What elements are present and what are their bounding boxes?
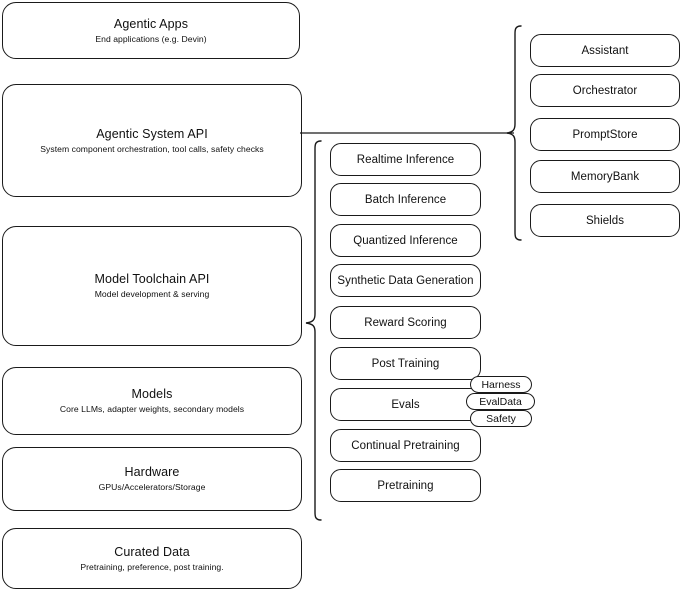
capability-reward-scoring[interactable]: Reward Scoring	[330, 306, 481, 339]
capability-label: Realtime Inference	[356, 153, 455, 166]
eval-subcomponent-label: Safety	[486, 412, 516, 425]
component-promptstore[interactable]: PromptStore	[530, 118, 680, 151]
capability-label: Evals	[391, 398, 420, 411]
component-shields[interactable]: Shields	[530, 204, 680, 237]
component-orchestrator[interactable]: Orchestrator	[530, 74, 680, 107]
capability-label: Quantized Inference	[353, 234, 458, 247]
component-label: Assistant	[581, 44, 629, 57]
capability-label: Batch Inference	[364, 193, 447, 206]
eval-subcomponent-evaldata[interactable]: EvalData	[466, 393, 535, 410]
layer-model-toolchain-api[interactable]: Model Toolchain API Model development & …	[2, 226, 302, 346]
layer-subtitle: Model development & serving	[94, 289, 210, 299]
capability-realtime-inference[interactable]: Realtime Inference	[330, 143, 481, 176]
capability-label: Post Training	[371, 357, 440, 370]
layer-subtitle: End applications (e.g. Devin)	[95, 33, 207, 44]
component-label: PromptStore	[572, 128, 638, 141]
component-label: Shields	[585, 214, 625, 227]
eval-subcomponent-harness[interactable]: Harness	[470, 376, 532, 393]
component-label: Orchestrator	[572, 84, 638, 97]
layer-agentic-apps[interactable]: Agentic Apps End applications (e.g. Devi…	[2, 2, 300, 59]
layer-title: Hardware	[124, 465, 180, 479]
capability-label: Continual Pretraining	[351, 439, 460, 452]
layer-subtitle: Pretraining, preference, post training.	[80, 561, 224, 572]
connector-system-api-to-components	[300, 132, 514, 134]
brace-toolchain-capabilities	[305, 140, 322, 521]
eval-subcomponent-safety[interactable]: Safety	[470, 410, 532, 427]
capability-pretraining[interactable]: Pretraining	[330, 469, 481, 502]
capability-post-training[interactable]: Post Training	[330, 347, 481, 380]
component-assistant[interactable]: Assistant	[530, 34, 680, 67]
capability-synthetic-data-generation[interactable]: Synthetic Data Generation	[330, 264, 481, 297]
capability-batch-inference[interactable]: Batch Inference	[330, 183, 481, 216]
component-label: MemoryBank	[570, 170, 640, 183]
capability-label: Synthetic Data Generation	[337, 274, 474, 287]
layer-title: Agentic System API	[96, 126, 208, 141]
component-memorybank[interactable]: MemoryBank	[530, 160, 680, 193]
layer-title: Agentic Apps	[113, 16, 189, 31]
layer-subtitle: GPUs/Accelerators/Storage	[98, 482, 206, 492]
capability-label: Pretraining	[377, 479, 434, 492]
capability-label: Reward Scoring	[364, 316, 447, 329]
capability-continual-pretraining[interactable]: Continual Pretraining	[330, 429, 481, 462]
layer-title: Model Toolchain API	[94, 272, 210, 286]
layer-subtitle: System component orchestration, tool cal…	[40, 143, 264, 154]
capability-quantized-inference[interactable]: Quantized Inference	[330, 224, 481, 257]
layer-title: Curated Data	[114, 544, 190, 559]
layer-agentic-system-api[interactable]: Agentic System API System component orch…	[2, 84, 302, 197]
layer-hardware[interactable]: Hardware GPUs/Accelerators/Storage	[2, 447, 302, 511]
eval-subcomponent-label: Harness	[481, 378, 521, 391]
brace-system-components	[506, 25, 522, 241]
capability-evals[interactable]: Evals	[330, 388, 481, 421]
layer-models[interactable]: Models Core LLMs, adapter weights, secon…	[2, 367, 302, 435]
layer-curated-data[interactable]: Curated Data Pretraining, preference, po…	[2, 528, 302, 589]
layer-subtitle: Core LLMs, adapter weights, secondary mo…	[59, 404, 245, 414]
eval-subcomponent-label: EvalData	[479, 395, 522, 408]
layer-title: Models	[131, 387, 173, 401]
